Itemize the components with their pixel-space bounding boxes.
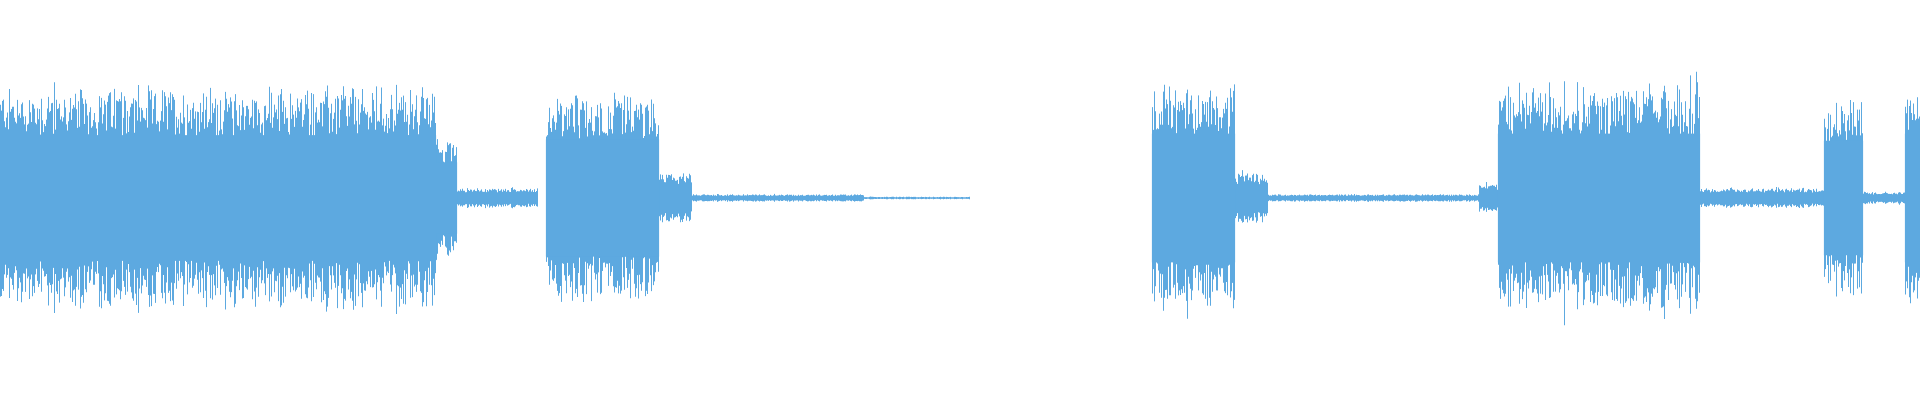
waveform-core bbox=[0, 133, 1920, 263]
waveform-bars bbox=[0, 71, 1920, 326]
